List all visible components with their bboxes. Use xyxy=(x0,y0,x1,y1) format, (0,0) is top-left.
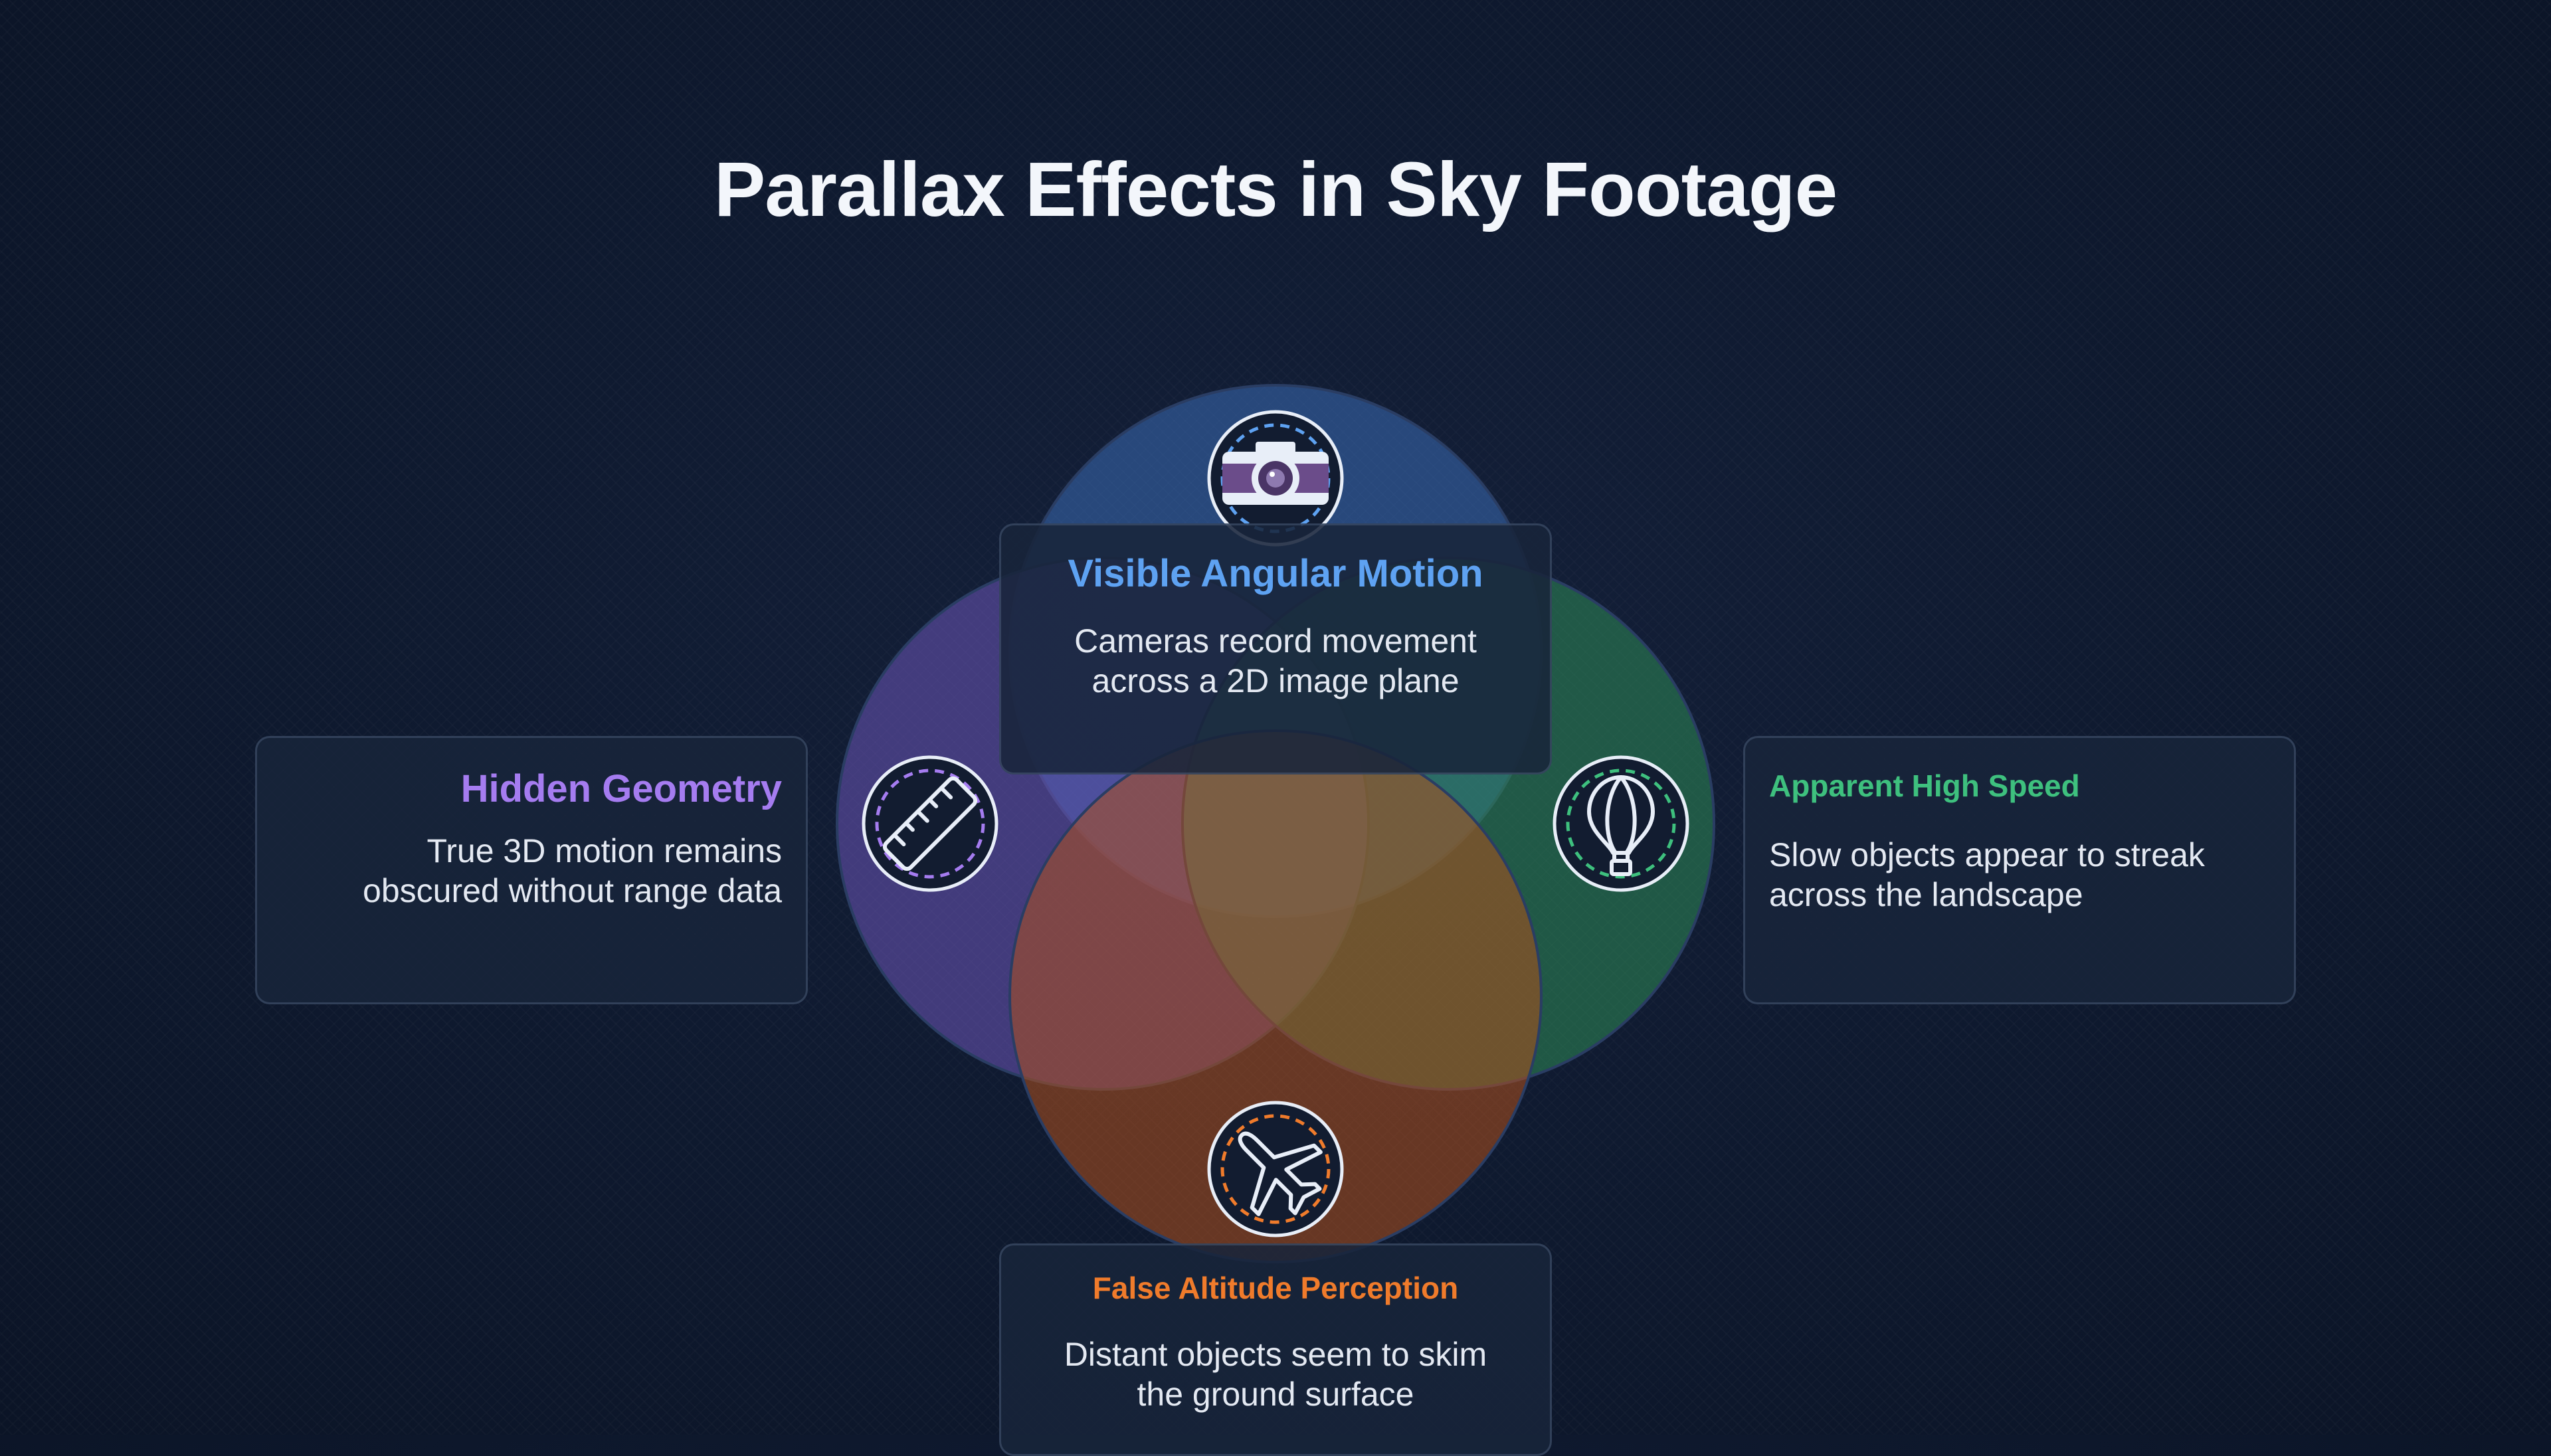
card-title: Visible Angular Motion xyxy=(1068,552,1483,595)
card-title: Hidden Geometry xyxy=(460,767,782,810)
card-visible-angular-motion: Visible Angular Motion Cameras record mo… xyxy=(999,523,1552,774)
card-title: Apparent High Speed xyxy=(1769,769,2080,803)
card-hidden-geometry: Hidden Geometry True 3D motion remains o… xyxy=(255,736,808,1004)
card-text: Slow objects appear to streak across the… xyxy=(1769,836,2205,913)
ruler-icon xyxy=(862,755,998,892)
card-text: Cameras record movement across a 2D imag… xyxy=(1074,622,1477,699)
card-text: True 3D motion remains obscured without … xyxy=(363,832,782,909)
hot-air-balloon-icon xyxy=(1553,755,1689,892)
card-false-altitude-perception: False Altitude Perception Distant object… xyxy=(999,1243,1552,1456)
card-title: False Altitude Perception xyxy=(1092,1271,1459,1305)
card-apparent-high-speed: Apparent High Speed Slow objects appear … xyxy=(1743,736,2296,1004)
card-text: Distant objects seem to skim the ground … xyxy=(1064,1336,1487,1413)
airplane-icon xyxy=(1207,1101,1344,1237)
page-title: Parallax Effects in Sky Footage xyxy=(713,145,1838,232)
